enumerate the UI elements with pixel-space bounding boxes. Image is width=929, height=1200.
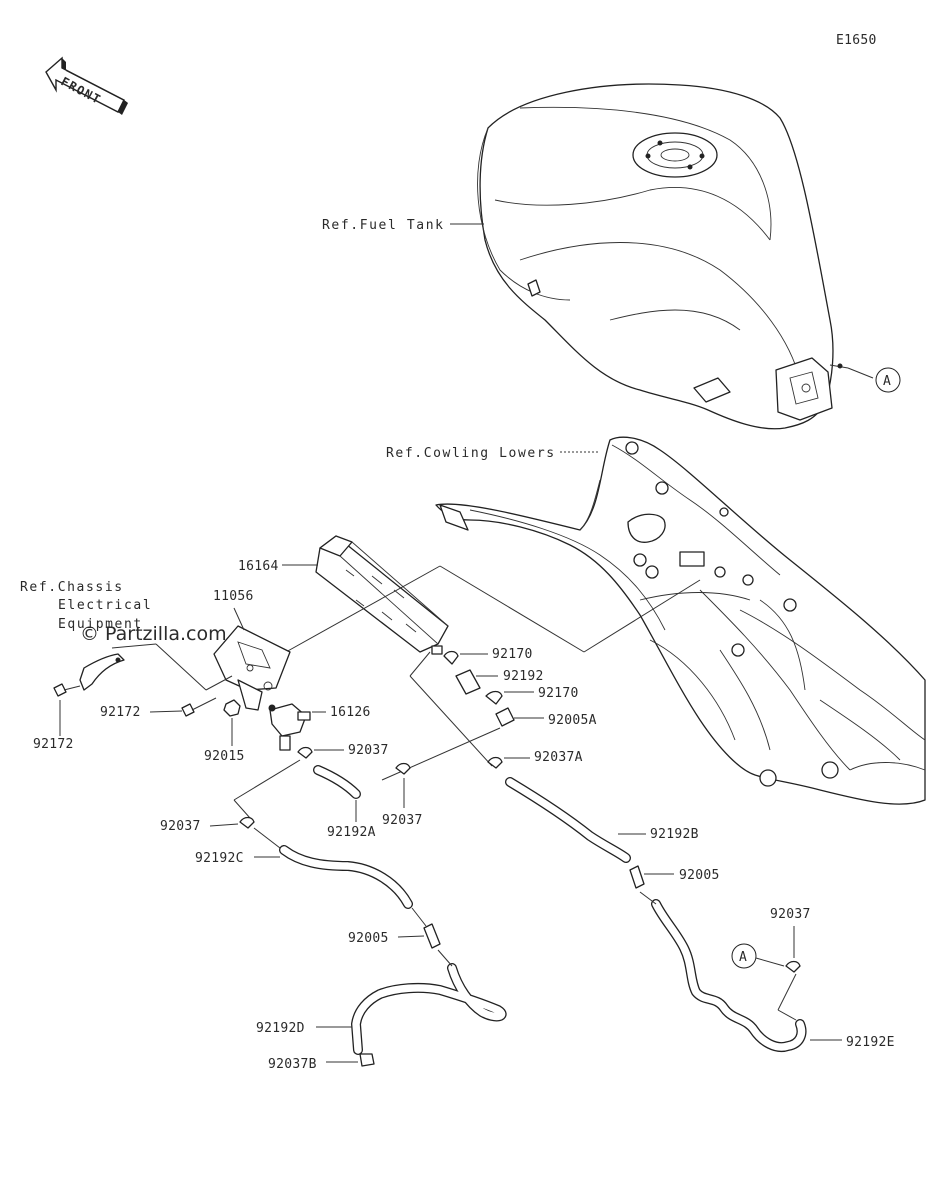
diagram-code: E1650: [836, 33, 877, 48]
joint-92005-right: [629, 865, 645, 889]
joint-92005a: [495, 707, 515, 727]
hose-92192e: [651, 899, 807, 1052]
ref-chassis-line2: Electrical: [58, 598, 152, 613]
fuel-tank-illustration: [477, 83, 849, 430]
clip-92170-bottom: [485, 690, 503, 705]
bracket-11056: [213, 625, 291, 711]
callout-a-bottom: A: [731, 943, 785, 969]
part-label-92037-a: 92037: [348, 743, 389, 758]
part-label-92037-b: 92037: [382, 813, 423, 828]
part-label-92192d: 92192D: [256, 1021, 305, 1036]
clamp-92037b: [359, 1053, 375, 1067]
part-label-11056: 11056: [213, 589, 254, 604]
canister-16164: [315, 535, 449, 655]
cowling-lowers-illustration: [435, 436, 926, 805]
part-label-92005a: 92005A: [548, 713, 597, 728]
part-label-92172-left: 92172: [33, 737, 74, 752]
part-label-92192: 92192: [503, 669, 544, 684]
callout-a-top: A: [847, 367, 901, 393]
part-label-92005-right: 92005: [679, 868, 720, 883]
part-label-92170-bottom: 92170: [538, 686, 579, 701]
ref-cowling-lowers-label: Ref.Cowling Lowers: [386, 446, 556, 461]
clamp-92037-a: [297, 746, 313, 759]
callout-a-bottom-letter: A: [739, 950, 747, 965]
part-label-92172-mid: 92172: [100, 705, 141, 720]
part-label-92037a: 92037A: [534, 750, 583, 765]
joint-92005-left: [423, 923, 441, 949]
nut-92015: [223, 699, 241, 717]
hose-92192d: [351, 963, 507, 1055]
part-label-92192e: 92192E: [846, 1035, 895, 1050]
callout-a-top-letter: A: [883, 374, 891, 389]
part-label-16164: 16164: [238, 559, 279, 574]
part-label-92192b: 92192B: [650, 827, 699, 842]
part-label-92170-top: 92170: [492, 647, 533, 662]
watermark: © Partzilla.com: [80, 623, 227, 645]
hose-92192a: [313, 765, 361, 799]
part-label-92015: 92015: [204, 749, 245, 764]
screw-92172-left: [53, 683, 81, 697]
clamp-92037a: [487, 756, 503, 769]
ref-chassis-line3: Equipment: [58, 617, 143, 632]
part-label-92037b: 92037B: [268, 1057, 317, 1072]
part-label-92005-left: 92005: [348, 931, 389, 946]
part-label-92037-d: 92037: [160, 819, 201, 834]
screw-92172-mid: [181, 697, 217, 717]
harness-clamp: [79, 653, 125, 691]
clip-92170-top: [443, 650, 459, 665]
part-label-92037-c: 92037: [770, 907, 811, 922]
part-label-16126: 16126: [330, 705, 371, 720]
ref-fuel-tank-label: Ref.Fuel Tank: [322, 218, 445, 233]
ref-chassis-line1: Ref.Chassis: [20, 580, 124, 595]
hose-92192b: [505, 777, 631, 863]
clamp-92037-b: [395, 762, 411, 775]
hose-92192c: [279, 845, 413, 909]
clamp-92037-d: [239, 816, 255, 829]
part-label-92192a: 92192A: [327, 825, 376, 840]
hose-92192-short: [455, 669, 481, 695]
front-arrow-icon: FRONT: [45, 56, 128, 115]
part-label-92192c: 92192C: [195, 851, 244, 866]
valve-16126: [268, 703, 311, 751]
clamp-92037-c: [785, 960, 801, 973]
